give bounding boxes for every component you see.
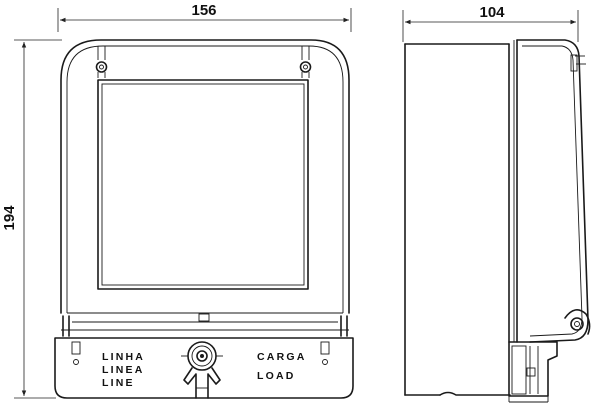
width-dimension: 156 bbox=[57, 2, 352, 32]
height-dimension-label: 194 bbox=[1, 205, 18, 231]
label-carga: CARGA bbox=[257, 351, 307, 363]
left-cable-entry bbox=[71, 341, 81, 355]
depth-dimension: 104 bbox=[402, 4, 579, 42]
label-load: LOAD bbox=[257, 370, 296, 382]
left-mounting-lug bbox=[95, 46, 108, 78]
front-view: LINHA LINEA LINE CARGA LOAD bbox=[54, 39, 354, 399]
right-cable-entry bbox=[320, 341, 330, 355]
right-mounting-lug bbox=[299, 46, 312, 78]
label-linea: LINEA bbox=[102, 364, 145, 376]
cover-profile bbox=[516, 39, 589, 343]
terminal-base bbox=[54, 337, 354, 399]
height-dimension: 194 bbox=[1, 39, 62, 399]
seal-lock-icon bbox=[181, 341, 223, 399]
viewing-window bbox=[97, 79, 309, 290]
side-view bbox=[404, 39, 591, 403]
label-linha: LINHA bbox=[102, 351, 145, 363]
label-line: LINE bbox=[102, 377, 135, 389]
depth-dimension-label: 104 bbox=[479, 4, 505, 21]
side-terminal-base bbox=[508, 341, 558, 397]
hinge-detail bbox=[564, 309, 591, 335]
width-dimension-label: 156 bbox=[191, 2, 216, 19]
